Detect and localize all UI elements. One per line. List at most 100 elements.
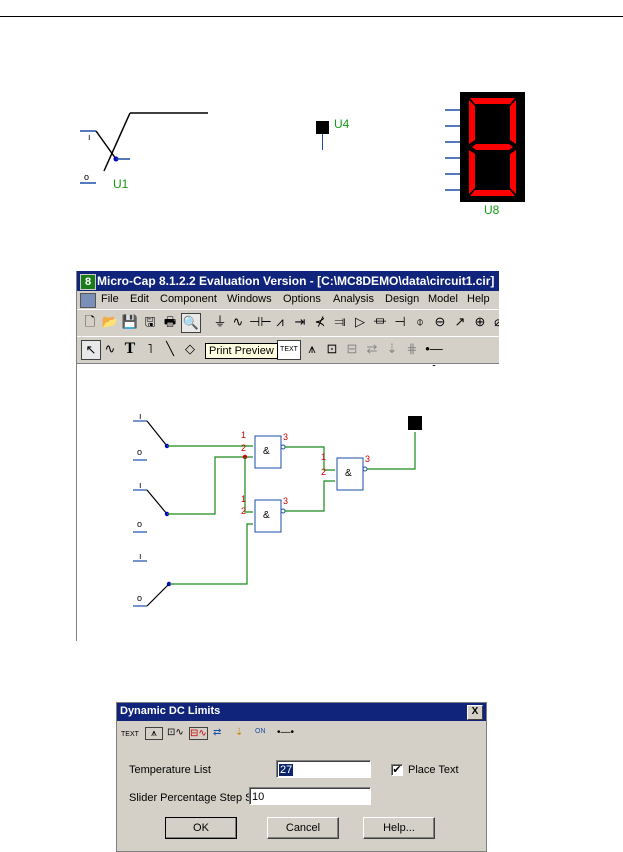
switch-icon[interactable]: ↗ xyxy=(454,314,466,329)
print-preview-icon[interactable]: 🔍 xyxy=(181,313,201,333)
mode-toolbar: ↖ ∿ T ˥ ╲ ◇ ↖? TEXT ⩚ ⊡ ⊟ ⇄ ⇣ ⋕ •—• xyxy=(77,336,499,374)
step-size-label: Slider Percentage Step Size xyxy=(129,792,267,804)
gate1-pin1-label: 1 xyxy=(241,430,247,440)
current-source-icon[interactable]: ⌽ xyxy=(416,314,424,329)
on-state-icon[interactable]: ⋕ xyxy=(406,341,418,356)
gate2-symbol: & xyxy=(263,510,270,521)
transistor-icon[interactable]: ⫥ xyxy=(334,314,346,329)
connections-icon[interactable]: ⇄ xyxy=(366,341,378,356)
menu-design[interactable]: Design xyxy=(385,293,420,305)
gate1-output-bubble xyxy=(280,444,286,450)
u1-low-mark: o xyxy=(84,172,90,182)
u4-led xyxy=(316,121,329,134)
menu-edit[interactable]: Edit xyxy=(130,293,149,305)
save-icon[interactable]: 💾 xyxy=(121,314,139,329)
wire-junction-g2 xyxy=(244,457,253,513)
dialog-wire-mode-icon[interactable]: •—• xyxy=(277,727,295,738)
step-size-input[interactable]: 10 xyxy=(249,787,371,805)
document-icon[interactable] xyxy=(80,293,96,308)
shape-icon[interactable]: ◇ xyxy=(185,341,195,356)
help-button[interactable]: Help... xyxy=(363,817,435,839)
wire-g2-g3 xyxy=(285,480,335,512)
gate2-output-bubble xyxy=(280,508,286,514)
zener-icon[interactable]: ⊀ xyxy=(314,314,326,329)
output-led xyxy=(408,416,422,430)
pin-names-icon[interactable]: ⊡ xyxy=(326,341,338,356)
wire-mode-icon[interactable]: •—• xyxy=(425,341,443,374)
waveform-icon[interactable]: ∿ xyxy=(104,341,116,356)
dc-source-icon[interactable]: ⊕ xyxy=(474,314,486,329)
inductor-icon[interactable]: ⏛ xyxy=(373,314,387,329)
menu-file[interactable]: File xyxy=(101,293,119,305)
menu-help[interactable]: Help xyxy=(467,293,490,305)
temperature-list-label: Temperature List xyxy=(129,764,211,776)
menu-component[interactable]: Component xyxy=(160,293,217,305)
open-icon[interactable]: 📂 xyxy=(101,314,119,329)
dialog-current-icon[interactable]: ⇣ xyxy=(235,727,244,738)
temperature-value: 27 xyxy=(279,764,294,776)
dialog-on-state-icon[interactable]: ON xyxy=(255,728,266,735)
switch2-high-mark: ı xyxy=(139,480,142,490)
battery-icon[interactable]: ⊣ xyxy=(394,314,406,329)
diagonal-wire-icon[interactable]: ╲ xyxy=(166,341,174,356)
wire-g3-led xyxy=(367,432,416,470)
ground-icon[interactable]: ⏚ xyxy=(213,314,227,329)
node-numbers-icon[interactable]: ⩚ xyxy=(308,341,316,356)
cancel-button[interactable]: Cancel xyxy=(267,817,339,839)
save-all-icon[interactable]: 🖫 xyxy=(144,314,156,329)
and-gate-1 xyxy=(254,435,282,469)
ok-button[interactable]: OK xyxy=(165,817,237,839)
diode-icon[interactable]: ⇥ xyxy=(294,314,306,329)
dialog-node-numbers-icon[interactable]: ⩚ xyxy=(145,727,163,740)
menu-windows[interactable]: Windows xyxy=(227,293,272,305)
dialog-pin-names-icon[interactable]: ⊡∿ xyxy=(167,727,184,738)
dialog-title-bar[interactable]: Dynamic DC Limits X xyxy=(117,703,486,721)
resistor-icon[interactable]: ⩘ xyxy=(276,314,284,329)
dialog-connections-icon[interactable]: ⇄ xyxy=(213,727,222,738)
sine-source-icon[interactable]: ∿ xyxy=(232,314,244,329)
wire-s2 xyxy=(167,456,245,515)
arrow-select-icon[interactable]: ↖ xyxy=(81,340,101,360)
microcap-window: 8 Micro-Cap 8.1.2.2 Evaluation Version -… xyxy=(76,271,499,641)
print-icon[interactable]: 🖶 xyxy=(163,314,177,329)
u8-seg-f xyxy=(469,100,475,144)
u1-pulse-edge xyxy=(103,112,131,172)
gate3-pin1-label: 1 xyxy=(321,452,327,462)
wire-icon[interactable]: ˥ xyxy=(147,341,153,356)
place-text-checkbox[interactable]: ✔ xyxy=(391,764,403,776)
text-icon[interactable]: T xyxy=(124,340,136,357)
window-title-bar[interactable]: 8 Micro-Cap 8.1.2.2 Evaluation Version -… xyxy=(77,271,499,291)
gate1-pin3-label: 3 xyxy=(283,432,289,442)
new-icon[interactable]: 🗋 xyxy=(84,314,96,329)
u8-seg-e xyxy=(469,150,475,194)
dialog-text-mode-icon[interactable]: TEXT xyxy=(121,731,139,738)
text-mode-icon[interactable]: TEXT xyxy=(277,340,301,360)
menu-analysis[interactable]: Analysis xyxy=(333,293,374,305)
switch2-lever xyxy=(146,489,168,515)
switch1-high-mark: ı xyxy=(139,411,142,421)
u1-switch-symbol xyxy=(80,112,208,184)
voltage-source-icon[interactable]: ⊖ xyxy=(434,314,446,329)
dialog-close-button[interactable]: X xyxy=(467,705,483,720)
switch2-low-mark: o xyxy=(137,519,143,529)
pin-markers-icon[interactable]: ⊟ xyxy=(346,341,358,356)
gate1-symbol: & xyxy=(263,446,270,457)
and-gate-2 xyxy=(254,499,282,533)
place-text-label: Place Text xyxy=(408,764,459,776)
u8-seg-c xyxy=(510,150,516,194)
dialog-pin-markers-icon[interactable]: ⊟∿ xyxy=(189,727,208,740)
and-gate-3 xyxy=(336,457,364,491)
menu-model[interactable]: Model xyxy=(428,293,458,305)
circuit-drawing xyxy=(133,416,422,607)
step-size-value: 10 xyxy=(252,791,265,803)
temperature-list-input[interactable]: 27 xyxy=(276,760,371,778)
switch3-high-mark: ı xyxy=(139,551,142,561)
misc-icon[interactable]: ⌀ xyxy=(489,313,499,331)
capacitor-icon[interactable]: ⊣⊢ xyxy=(249,314,272,329)
menu-options[interactable]: Options xyxy=(283,293,321,305)
current-icon[interactable]: ⇣ xyxy=(386,341,398,356)
opamp-icon[interactable]: ▷ xyxy=(355,314,365,329)
main-toolbar: 🗋 📂 💾 🖫 🖶 🔍 ⏚ ∿ ⊣⊢ ⩘ ⇥ ⊀ ⫥ ▷ ⏛ ⊣ ⌽ ⊖ ↗ ⊕… xyxy=(77,309,499,337)
u1-high-mark: ı xyxy=(88,132,91,142)
schematic-canvas[interactable]: ı o ı o ı o & & & 1 2 3 1 2 3 1 2 3 xyxy=(77,366,499,641)
